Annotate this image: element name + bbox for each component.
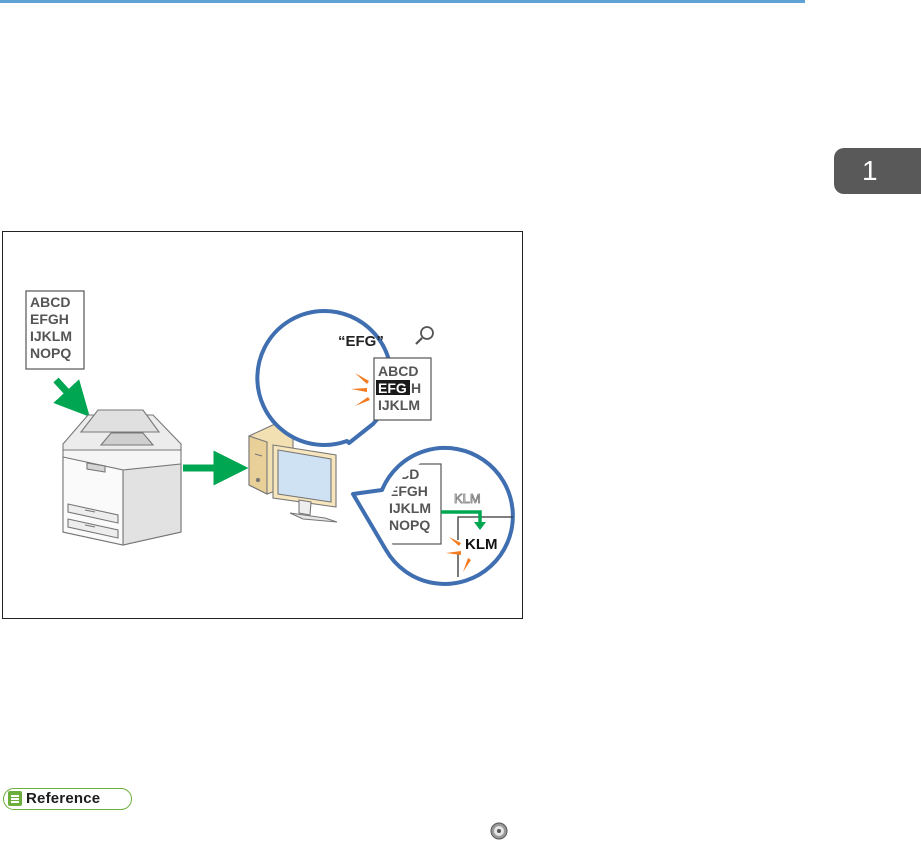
arrow-doc-to-printer xyxy=(56,380,78,404)
chapter-tab[interactable]: 1 xyxy=(834,148,921,194)
copy-paste-bubble: BCD EFGH IJKLM NOPQ KLM KLM xyxy=(353,448,513,584)
result-highlight: EFG xyxy=(378,380,407,396)
result-line-3: IJKLM xyxy=(378,397,420,413)
copy-doc-line-3: IJKLM xyxy=(389,500,431,516)
search-query: “EFG” xyxy=(338,333,384,350)
faded-copy-text: KLM xyxy=(454,491,481,506)
cd-rom-icon xyxy=(490,822,508,840)
search-bubble: “EFG” ABCD EFG H IJKLM xyxy=(257,311,433,445)
reference-badge: Reference xyxy=(3,788,132,810)
reference-label: Reference xyxy=(26,790,100,807)
source-line-2: EFGH xyxy=(30,311,69,327)
source-line-1: ABCD xyxy=(30,294,70,310)
header-rule xyxy=(0,0,805,3)
illustration-frame: ABCD EFGH IJKLM NOPQ xyxy=(2,231,523,619)
source-document: ABCD EFGH IJKLM NOPQ xyxy=(26,291,84,369)
copy-doc-line-4: NOPQ xyxy=(389,517,430,533)
pasted-text: KLM xyxy=(465,536,498,553)
source-line-3: IJKLM xyxy=(30,328,72,344)
magnifier-icon xyxy=(416,327,433,344)
source-line-4: NOPQ xyxy=(30,345,71,361)
search-result-document: ABCD EFG H IJKLM xyxy=(374,358,431,420)
scan-to-pc-illustration: ABCD EFGH IJKLM NOPQ xyxy=(3,232,522,618)
printer-icon xyxy=(63,410,181,545)
result-line-1: ABCD xyxy=(378,363,418,379)
reference-note-icon xyxy=(8,791,22,806)
result-highlight-tail: H xyxy=(411,380,421,396)
chapter-number: 1 xyxy=(862,155,878,186)
